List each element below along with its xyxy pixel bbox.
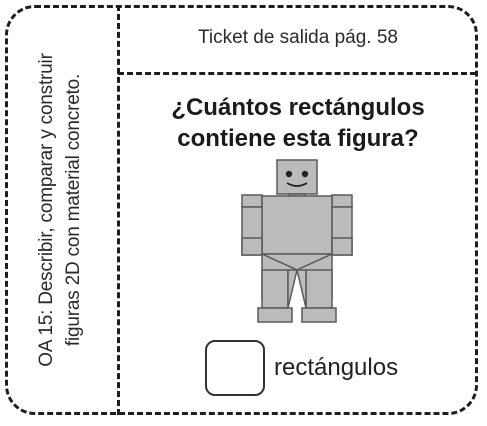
header-divider — [118, 72, 476, 75]
robot-right-leg — [305, 269, 333, 309]
answer-label: rectángulos — [274, 354, 399, 381]
robot-left-leg — [261, 269, 289, 309]
robot-left-hand — [241, 237, 263, 256]
question-line-2: contiene esta figura? — [177, 125, 419, 152]
robot-right-hand — [331, 237, 353, 256]
robot-left-eye — [285, 170, 293, 178]
question-line-1: ¿Cuántos rectángulos — [171, 94, 425, 121]
objective-line-2: figuras 2D con material concreto. — [63, 73, 84, 347]
ticket-header: Ticket de salida pág. 58 — [198, 27, 398, 48]
answer-box[interactable] — [205, 340, 265, 396]
robot-smile — [286, 182, 308, 187]
robot-left-leg-wedge — [287, 269, 298, 309]
exit-ticket-card — [5, 5, 478, 415]
robot-right-leg-wedge — [296, 269, 307, 309]
objective-label: OA 15: Describir, comparar y construir f… — [33, 15, 87, 405]
robot-right-shoulder — [331, 194, 353, 208]
robot-left-foot — [257, 307, 293, 323]
robot-right-foot — [301, 307, 337, 323]
robot-torso — [261, 195, 333, 255]
robot-left-shoulder — [241, 194, 263, 208]
objective-line-1: OA 15: Describir, comparar y construir — [36, 53, 57, 367]
side-divider — [117, 5, 120, 415]
robot-head — [276, 159, 318, 195]
question-text: ¿Cuántos rectángulos contiene esta figur… — [120, 92, 476, 154]
robot-figure — [241, 159, 353, 323]
robot-right-eye — [301, 170, 309, 178]
